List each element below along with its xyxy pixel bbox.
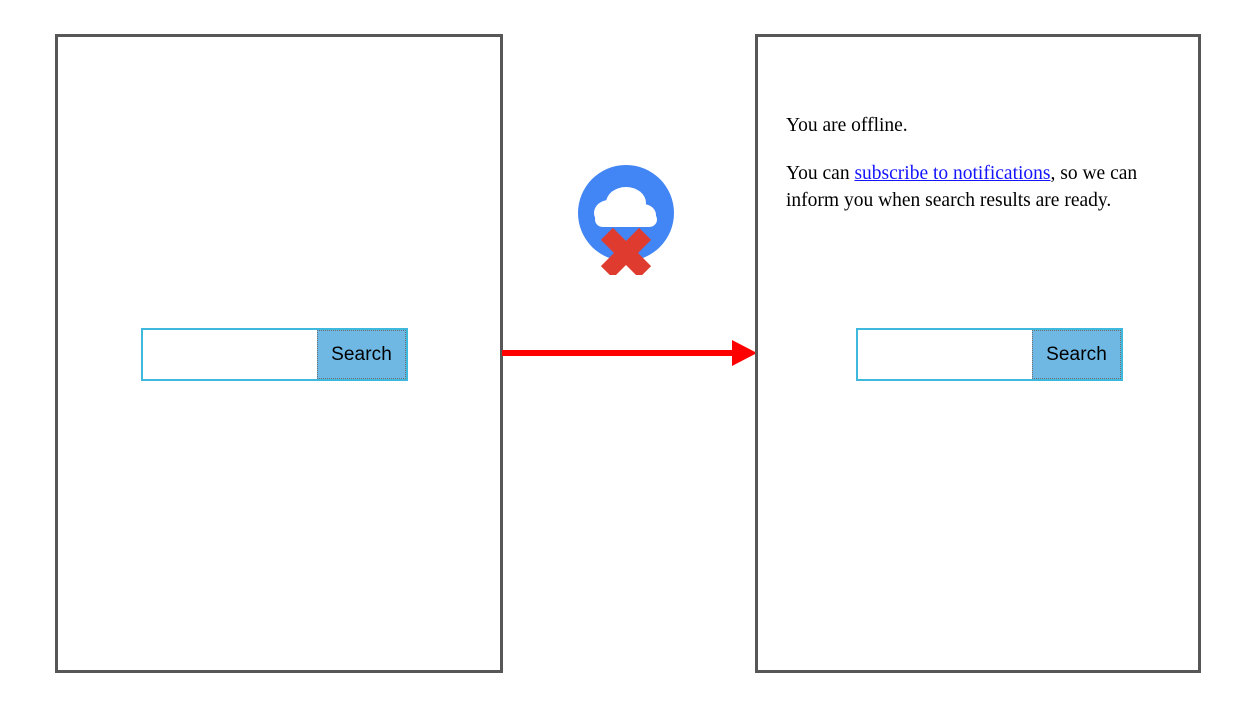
- cloud-offline-badge: [578, 165, 674, 279]
- search-input-before[interactable]: [143, 330, 317, 379]
- search-widget-after[interactable]: Search: [856, 328, 1123, 381]
- search-input-after[interactable]: [858, 330, 1032, 379]
- subscribe-to-notifications-link[interactable]: subscribe to notifications: [854, 162, 1051, 184]
- search-widget-before[interactable]: Search: [141, 328, 408, 381]
- offline-subscribe-prefix: You can: [786, 162, 855, 184]
- offline-subscribe-text: You can subscribe to notifications, so w…: [786, 160, 1158, 215]
- offline-status-text: You are offline.: [786, 115, 908, 136]
- cloud-icon: [594, 187, 657, 227]
- screen-frame-before: Search: [55, 34, 503, 673]
- screen-frame-after: You are offline. You can subscribe to no…: [755, 34, 1201, 673]
- offline-message-block: You are offline. You can subscribe to no…: [786, 112, 1158, 215]
- offline-subscribe-suffix: , so we can inform you when search resul…: [786, 162, 1138, 212]
- cloud-offline-icon: [578, 165, 674, 279]
- search-button-after[interactable]: Search: [1032, 330, 1121, 379]
- search-button-before[interactable]: Search: [317, 330, 406, 379]
- right-arrow-icon: [502, 340, 757, 366]
- cross-icon: [600, 227, 652, 279]
- transition-arrow: [500, 336, 758, 370]
